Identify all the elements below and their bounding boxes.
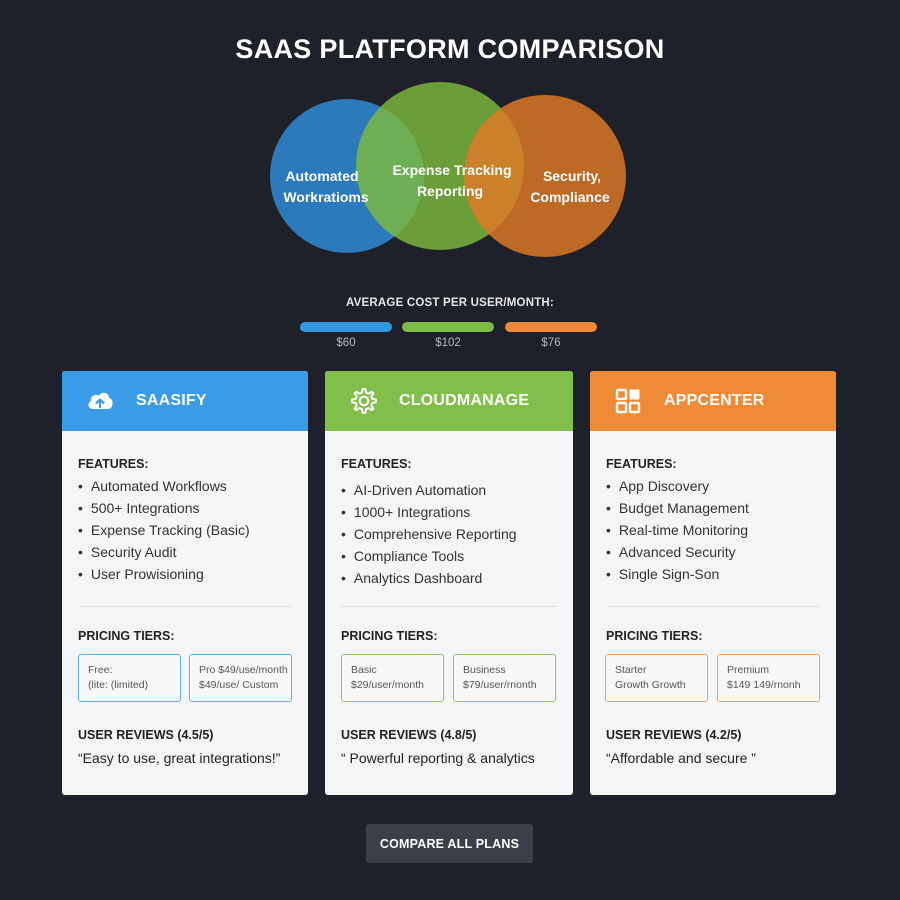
review-quote: “ Powerful reporting & analytics bbox=[341, 750, 535, 766]
divider bbox=[78, 606, 292, 607]
average-cost-title: AVERAGE COST PER USER/MONTH: bbox=[346, 297, 554, 309]
tier-name: Starter bbox=[615, 664, 647, 676]
cost-bar-saasify bbox=[300, 322, 392, 332]
card-name: CLOUDMANAGE bbox=[399, 392, 530, 409]
tier-name: Pro $49/use/month bbox=[199, 664, 288, 676]
card-name: APPCENTER bbox=[664, 392, 765, 409]
card-name: SAASIFY bbox=[136, 392, 207, 409]
feature-list: App Discovery Budget Management Real-tim… bbox=[606, 475, 749, 585]
venn-right-line1: Security, bbox=[543, 168, 601, 184]
pricing-tier-business[interactable]: Business $79/user/rnonth bbox=[453, 654, 556, 702]
tier-detail: $29/user/month bbox=[351, 679, 424, 691]
pricing-tier-pro[interactable]: Pro $49/use/month $49/use/ Custom bbox=[189, 654, 292, 702]
tier-detail: Growth Growth bbox=[615, 679, 686, 691]
feature-item: AI-Driven Automation bbox=[341, 479, 517, 501]
card-header: APPCENTER bbox=[590, 371, 836, 431]
review-quote: “Affordable and secure ” bbox=[606, 750, 756, 766]
cloud-upload-icon bbox=[84, 385, 116, 417]
pricing-tier-free[interactable]: Free: (lite: (limited) bbox=[78, 654, 181, 702]
tier-detail: $79/user/rnonth bbox=[463, 679, 537, 691]
feature-list: AI-Driven Automation 1000+ Integrations … bbox=[341, 479, 517, 589]
feature-item: Analytics Dashboard bbox=[341, 567, 517, 589]
venn-diagram: Automated Workratioms Expense Tracking R… bbox=[270, 82, 626, 257]
venn-middle-line2: Reporting bbox=[417, 183, 483, 199]
venn-middle-line1: Expense Tracking bbox=[392, 162, 511, 178]
cost-value-appcenter: $76 bbox=[541, 337, 561, 349]
pricing-tier-basic[interactable]: Basic $29/user/month bbox=[341, 654, 444, 702]
divider bbox=[341, 606, 557, 607]
feature-item: 500+ Integrations bbox=[78, 497, 250, 519]
venn-left-line2: Workratioms bbox=[283, 189, 369, 205]
card-appcenter: APPCENTER FEATURES: App Discovery Budget… bbox=[590, 371, 836, 795]
divider bbox=[606, 606, 820, 607]
card-header: SAASIFY bbox=[62, 371, 308, 431]
venn-right-line2: Compliance bbox=[530, 189, 610, 205]
feature-item: User Prowisioning bbox=[78, 563, 250, 585]
feature-item: App Discovery bbox=[606, 475, 749, 497]
gear-icon bbox=[347, 385, 379, 417]
cost-value-cloudmanage: $102 bbox=[435, 337, 461, 349]
feature-item: Automated Workflows bbox=[78, 475, 250, 497]
pricing-tier-premium[interactable]: Premium $149 149/rnonh bbox=[717, 654, 820, 702]
compare-all-plans-button[interactable]: COMPARE ALL PLANS bbox=[366, 824, 533, 863]
pricing-tier-starter[interactable]: Starter Growth Growth bbox=[605, 654, 708, 702]
tier-detail: $49/use/ Custom bbox=[199, 679, 279, 691]
feature-item: Expense Tracking (Basic) bbox=[78, 519, 250, 541]
feature-item: 1000+ Integrations bbox=[341, 501, 517, 523]
app-grid-icon bbox=[612, 385, 644, 417]
tier-name: Premium bbox=[727, 664, 770, 676]
venn-circle-right bbox=[464, 95, 626, 257]
card-cloudmanage: CLOUDMANAGE FEATURES: AI-Driven Automati… bbox=[325, 371, 573, 795]
tier-detail: $149 149/rnonh bbox=[727, 679, 801, 691]
review-quote: “Easy to use, great integrations!” bbox=[78, 750, 281, 766]
features-label: FEATURES: bbox=[606, 457, 677, 471]
tier-name: Basic bbox=[351, 664, 377, 676]
user-reviews-label: USER REVIEWS (4.2/5) bbox=[606, 728, 742, 742]
user-reviews-label: USER REVIEWS (4.5/5) bbox=[78, 728, 214, 742]
cost-value-saasify: $60 bbox=[336, 337, 356, 349]
tier-name: Free: bbox=[88, 664, 113, 676]
features-label: FEATURES: bbox=[78, 457, 149, 471]
pricing-tiers-label: PRICING TIERS: bbox=[78, 629, 175, 643]
feature-item: Real-time Monitoring bbox=[606, 519, 749, 541]
cost-bar-cloudmanage bbox=[402, 322, 494, 332]
page-title: SAAS PLATFORM COMPARISON bbox=[235, 34, 665, 64]
feature-item: Security Audit bbox=[78, 541, 250, 563]
pricing-tiers-label: PRICING TIERS: bbox=[606, 629, 703, 643]
features-label: FEATURES: bbox=[341, 457, 412, 471]
tier-name: Business bbox=[463, 664, 506, 676]
feature-item: Advanced Security bbox=[606, 541, 749, 563]
cost-bar-appcenter bbox=[505, 322, 597, 332]
feature-item: Single Sign-Son bbox=[606, 563, 749, 585]
feature-item: Budget Management bbox=[606, 497, 749, 519]
user-reviews-label: USER REVIEWS (4.8/5) bbox=[341, 728, 477, 742]
pricing-tiers-label: PRICING TIERS: bbox=[341, 629, 438, 643]
feature-item: Compliance Tools bbox=[341, 545, 517, 567]
venn-left-line1: Automated bbox=[285, 168, 358, 184]
feature-list: Automated Workflows 500+ Integrations Ex… bbox=[78, 475, 250, 585]
tier-detail: (lite: (limited) bbox=[88, 679, 149, 691]
feature-item: Comprehensive Reporting bbox=[341, 523, 517, 545]
card-saasify: SAASIFY FEATURES: Automated Workflows 50… bbox=[62, 371, 308, 795]
card-header: CLOUDMANAGE bbox=[325, 371, 573, 431]
